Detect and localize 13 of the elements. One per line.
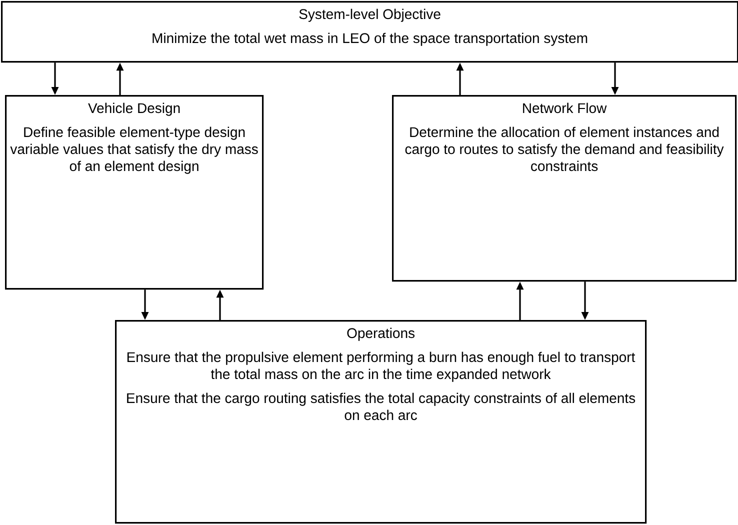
- box-text: Determine the allocation of element instances and cargo to routes to satisfy the demand and feasibility constraints: [405, 126, 724, 172]
- process-box: [1, 1, 738, 63]
- process-box: [5, 95, 264, 290]
- box-heading: System-level Objective: [299, 8, 440, 22]
- box-heading: Vehicle Design: [88, 102, 180, 116]
- box-text: Ensure that the propulsive element performing a burn has enough fuel to transport the total mass on the arc in the time expanded network: [127, 352, 636, 382]
- box-text: Ensure that the cargo routing satisfies the total capacity constraints of all elements on each arc: [127, 392, 636, 420]
- box-text: Define feasible element-type design variable values that satisfy the dry mass of an element design: [10, 126, 258, 174]
- box-text: Minimize the total wet mass in LEO of the space transportation system: [152, 32, 588, 46]
- box-heading: Network Flow: [523, 102, 607, 114]
- process-box: [392, 95, 737, 282]
- box-heading: Operations: [347, 328, 415, 341]
- process-box: [115, 320, 647, 524]
